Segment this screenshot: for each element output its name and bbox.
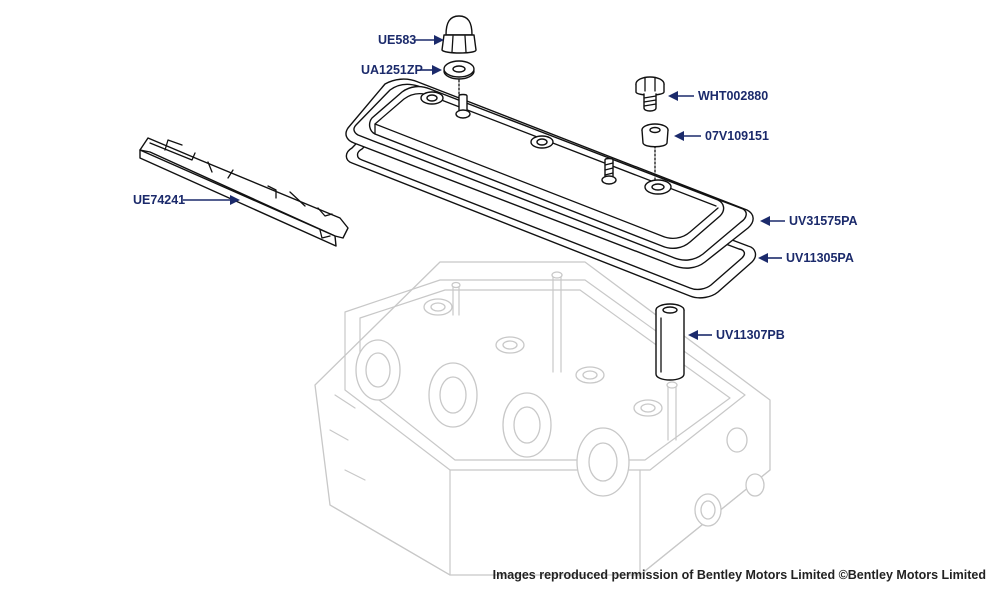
label-uv31575pa: UV31575PA	[789, 214, 858, 228]
label-ua1251zp: UA1251ZP	[361, 63, 423, 77]
label-wht002880: WHT002880	[698, 89, 768, 103]
leader-ue583	[414, 35, 444, 45]
alignment-lines	[458, 75, 656, 183]
grommet-07v109151	[641, 123, 669, 148]
cylinder-head-ghost	[314, 261, 771, 576]
label-07v109151: 07V109151	[705, 129, 769, 143]
leader-07v109151	[674, 131, 701, 141]
leader-wht002880	[668, 91, 694, 101]
leader-ue74241	[183, 195, 240, 205]
bracket-ue74241	[139, 137, 349, 247]
leader-uv11305pa	[758, 253, 782, 263]
copyright-credit: Images reproduced permission of Bentley …	[492, 568, 986, 582]
leader-uv11307pb	[688, 330, 712, 340]
washer-ua1251zp	[443, 60, 475, 80]
leader-lines	[183, 35, 785, 340]
leader-ua1251zp	[420, 65, 442, 75]
rocker-cover-uv31575pa	[345, 78, 754, 269]
part-labels: UE583 UA1251ZP WHT002880 07V109151 UE742…	[133, 33, 858, 342]
label-uv11305pa: UV11305PA	[786, 251, 854, 265]
leader-uv31575pa	[760, 216, 785, 226]
dome-nut-ue583	[441, 15, 477, 54]
bolt-wht002880	[635, 76, 665, 112]
label-uv11307pb: UV11307PB	[716, 328, 785, 342]
label-ue74241: UE74241	[133, 193, 185, 207]
spacer-tube-uv11307pb	[655, 303, 685, 381]
label-ue583: UE583	[378, 33, 416, 47]
